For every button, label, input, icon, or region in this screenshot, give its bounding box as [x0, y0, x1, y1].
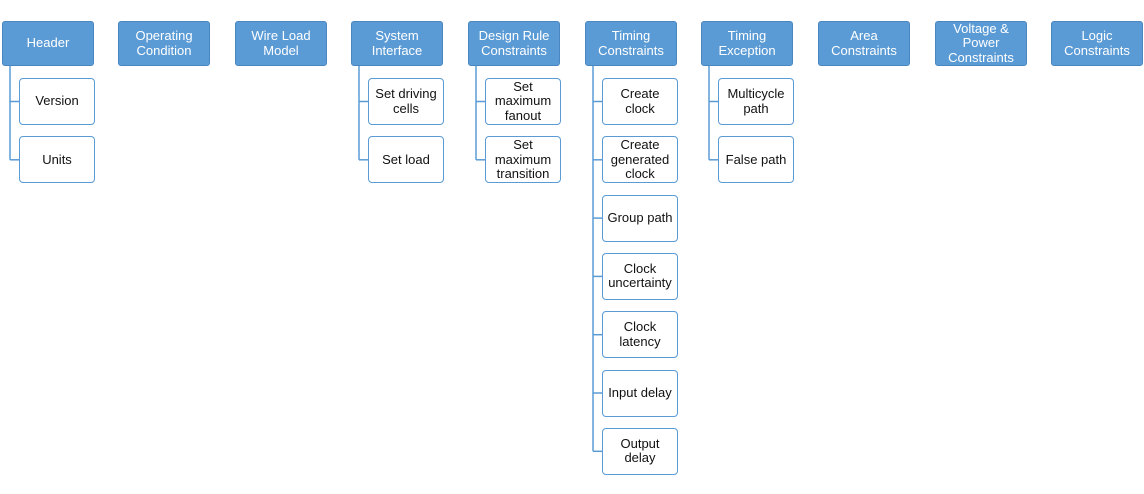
child-node-set-maximum-transition: Set maximum transition — [485, 136, 561, 184]
child-node-clock-latency: Clock latency — [602, 311, 678, 359]
child-node-create-generated-clock: Create generated clock — [602, 136, 678, 184]
child-node-input-delay: Input delay — [602, 369, 678, 417]
category-node-header: Header — [2, 21, 94, 66]
category-node-operating-condition: Operating Condition — [118, 21, 210, 66]
category-node-timing-exception: Timing Exception — [701, 21, 793, 66]
child-node-clock-uncertainty: Clock uncertainty — [602, 252, 678, 300]
category-node-timing-constraints: Timing Constraints — [585, 21, 677, 66]
category-node-logic-constraints: Logic Constraints — [1051, 21, 1143, 66]
category-node-wire-load-model: Wire Load Model — [235, 21, 327, 66]
child-node-output-delay: Output delay — [602, 427, 678, 475]
child-node-version: Version — [19, 78, 95, 125]
child-node-multicycle-path: Multicycle path — [718, 78, 794, 125]
category-node-system-interface: System Interface — [351, 21, 443, 66]
child-node-units: Units — [19, 136, 95, 184]
child-node-false-path: False path — [718, 136, 794, 184]
child-node-group-path: Group path — [602, 194, 678, 242]
child-node-create-clock: Create clock — [602, 78, 678, 125]
child-node-set-maximum-fanout: Set maximum fanout — [485, 78, 561, 125]
category-node-voltage-and-power-constraints: Voltage & Power Constraints — [935, 21, 1027, 66]
child-node-set-load: Set load — [368, 136, 444, 184]
category-node-design-rule-constraints: Design Rule Constraints — [468, 21, 560, 66]
category-node-area-constraints: Area Constraints — [818, 21, 910, 66]
child-node-set-driving-cells: Set driving cells — [368, 78, 444, 125]
